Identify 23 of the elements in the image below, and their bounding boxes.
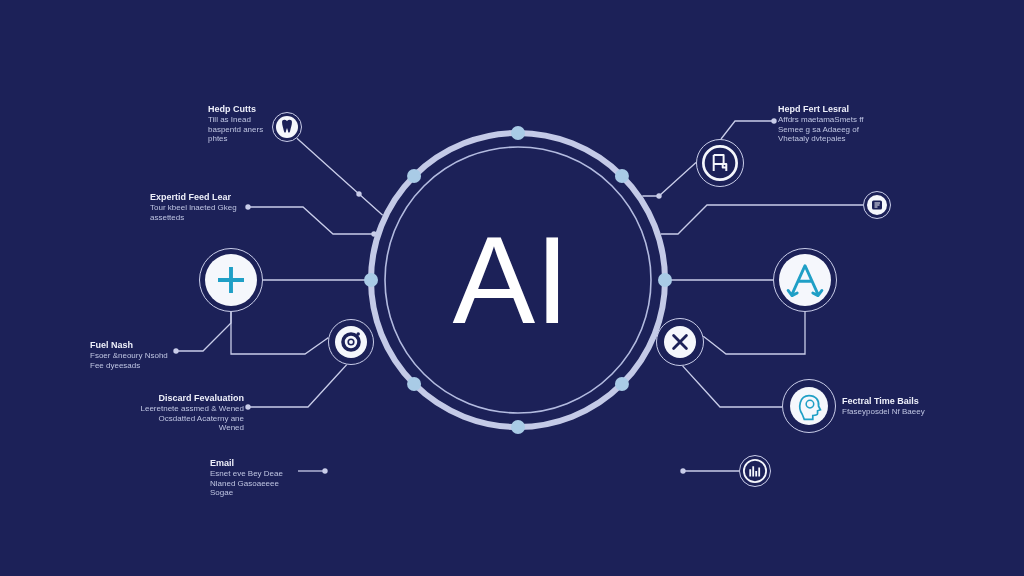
heading-text: Fectral Time Bails — [842, 396, 919, 407]
connector-line — [681, 365, 783, 408]
connector-line — [297, 468, 328, 474]
description-text: Tour kbeel lnaeted Gkeg assetteds — [150, 203, 238, 222]
connector-line — [660, 204, 864, 235]
heading-text: Expertid Feed Lear — [150, 192, 232, 203]
connector-line — [230, 311, 330, 355]
description-text: Affdrs maetamaSmets ff Semee g sa Adaeeg of Vhetaaly dvtepaies — [778, 115, 865, 144]
description-text: Leeretnete assmed & Wened Ocsdatted Acaterny ane Wened — [139, 404, 244, 433]
heading-text: Hepd Fert Lesral — [778, 104, 850, 115]
description-text: Ffaseyposdel Nf Baeey — [842, 407, 925, 417]
description-text: Fsoer &neoury Nsohd Fee dyeesads — [90, 351, 169, 370]
heading-text: Fuel Nash — [90, 340, 133, 351]
connector-line — [702, 311, 806, 355]
connector-line — [720, 118, 777, 140]
heading-text: Email — [210, 458, 234, 469]
connector-line — [296, 137, 384, 216]
heading-text: Discard Fevaluation — [158, 393, 244, 404]
connector-line — [680, 468, 740, 474]
description-text: Esnet eve Bey Deae Nlaned Gasoaeeee Sogae — [210, 469, 284, 498]
heading-text: Hedp Cutts — [208, 104, 256, 115]
connector-line — [245, 363, 348, 410]
description-text: Till as Inead baspentd aners phtes — [208, 115, 265, 144]
